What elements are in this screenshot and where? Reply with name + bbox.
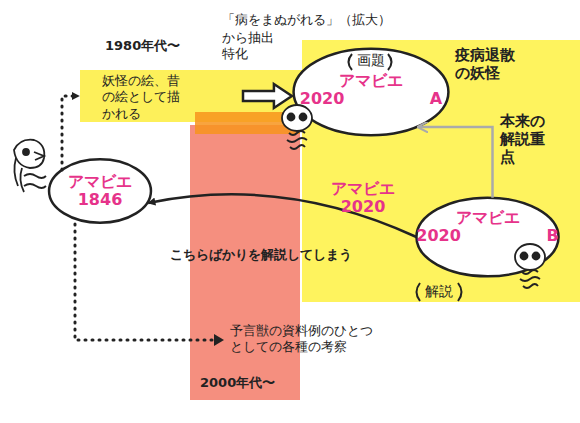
- node-text: アマビエ 2020 B: [415, 209, 560, 244]
- note-label: 「病をまぬがれる」（拡大）: [222, 12, 391, 28]
- node-text-wrap: 画題: [292, 52, 450, 69]
- node-text-wrap: 解説: [425, 283, 453, 300]
- theme-circle: 画題アマビエ 2020 A: [292, 47, 450, 137]
- node-text-wrap: アマビエ 2020 A: [292, 72, 450, 107]
- label-wrap: 予言獣の資料例のひとつとしての各種の考察: [230, 323, 376, 356]
- node-text-wrap: アマビエ 2020: [318, 180, 408, 215]
- node-text: 画題: [292, 52, 450, 69]
- node-text: 2000年代〜: [200, 375, 275, 391]
- node-text: 妖怪の絵、昔の絵として描かれる: [102, 73, 184, 122]
- era-label: 1980年代〜: [105, 38, 180, 54]
- edge-label: 本来の解説重点: [500, 112, 548, 166]
- node-text-wrap: 2000年代〜: [200, 375, 275, 391]
- amabie-1846-icon: [14, 140, 46, 192]
- node-text-wrap: アマビエ 1846: [48, 173, 152, 208]
- node-text: アマビエ 2020: [318, 180, 408, 215]
- commentary-circle: アマビエ 2020 B解説: [415, 196, 560, 278]
- node-text: アマビエ 1846: [48, 173, 152, 208]
- node-text: 疫病退散の妖怪: [455, 46, 519, 82]
- node-text-wrap: 疫病退散の妖怪: [455, 46, 519, 82]
- edge-label-wrap: こちらばかりを解説してしまう: [170, 247, 352, 263]
- label-wrap: 1980年代〜: [105, 38, 180, 54]
- yellow-band-extension: [238, 70, 302, 122]
- connector: [243, 84, 292, 108]
- era-circle: アマビエ 1846: [48, 158, 152, 224]
- era-band: 妖怪の絵、昔の絵として描かれる: [80, 70, 240, 122]
- edge-label-wrap: 本来の解説重点: [500, 112, 548, 166]
- note-label: 予言獣の資料例のひとつとしての各種の考察: [230, 323, 376, 356]
- node-text-wrap: アマビエ 2020 B: [415, 209, 560, 244]
- node-text: 解説: [425, 283, 453, 300]
- era-band: 2000年代〜: [190, 125, 300, 400]
- label-wrap: から抽出特化: [222, 30, 278, 63]
- highlight-region: 疫病退散の妖怪アマビエ 2020画題アマビエ 2020 Aアマビエ 2020 B…: [302, 40, 580, 302]
- node-text-wrap: 妖怪の絵、昔の絵として描かれる: [102, 73, 184, 122]
- connector: [62, 96, 79, 170]
- label-wrap: 「病をまぬがれる」（拡大）: [222, 12, 391, 28]
- edge-label: こちらばかりを解説してしまう: [170, 247, 352, 263]
- node-text: アマビエ 2020 A: [292, 72, 450, 107]
- note-label: から抽出特化: [222, 30, 278, 63]
